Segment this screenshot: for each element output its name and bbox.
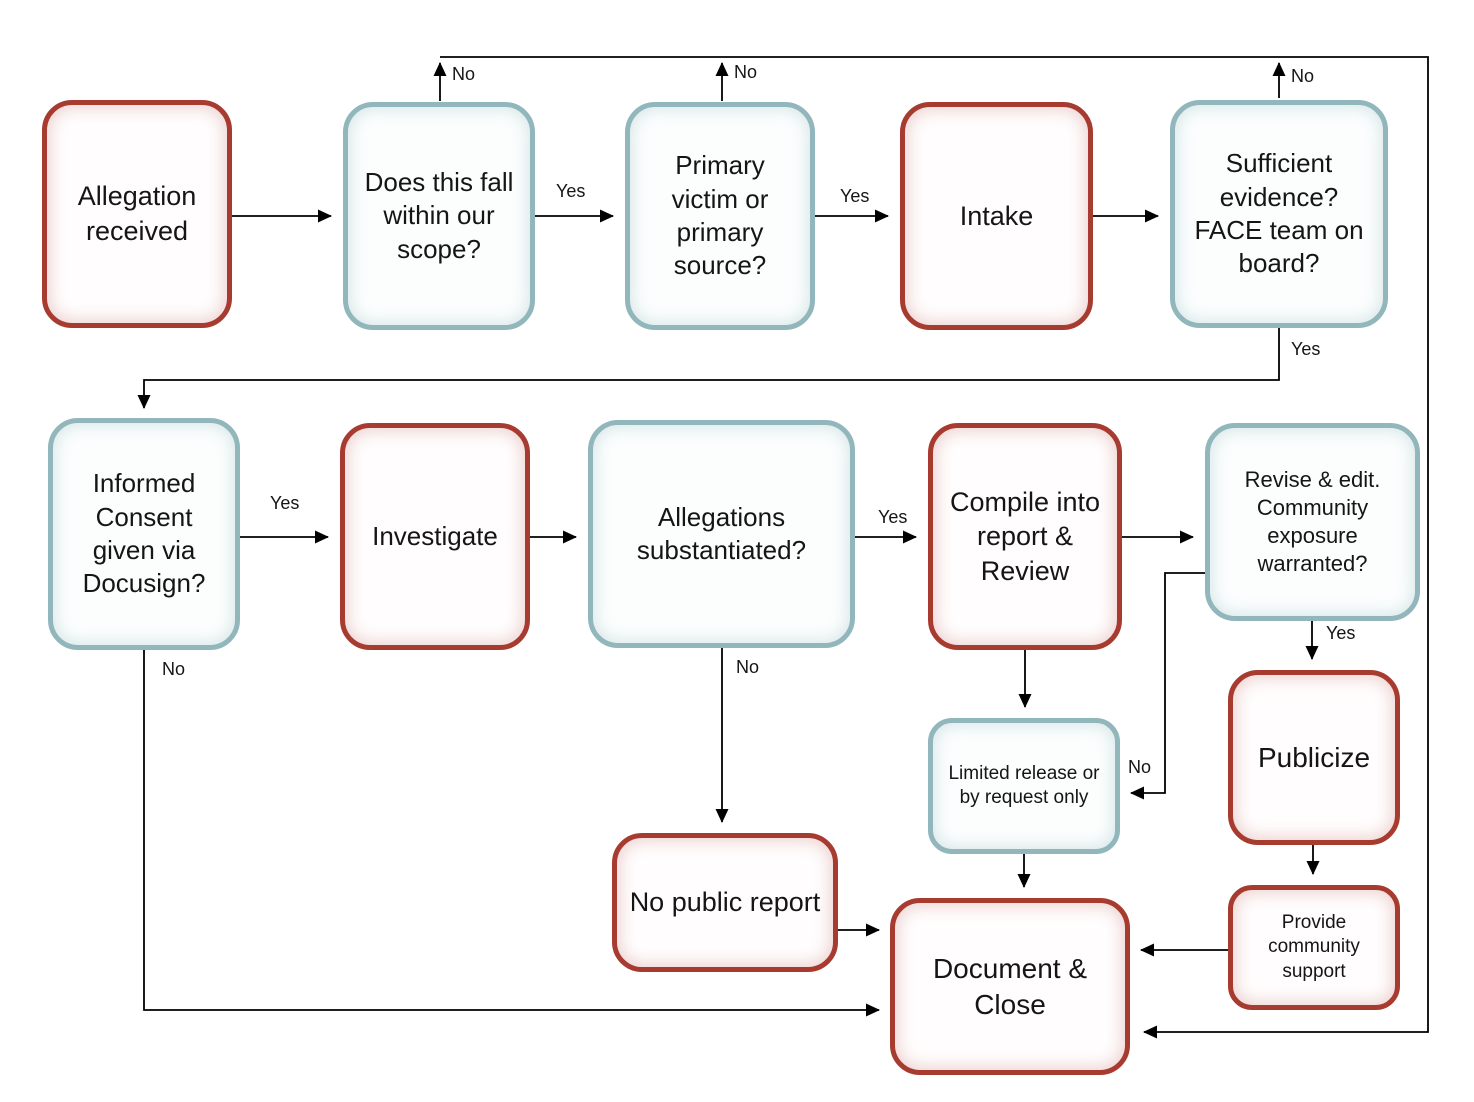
node-informed-consent-question: Informed Consent given via Docusign? xyxy=(48,418,240,650)
node-label: No public report xyxy=(629,887,821,918)
node-limited-release: Limited release or by request only xyxy=(928,718,1120,854)
edge-label-no-consent: No xyxy=(162,659,186,679)
node-community-support: Provide community support xyxy=(1228,885,1400,1010)
node-evidence-question: Sufficient evidence? FACE team on board? xyxy=(1170,100,1388,328)
node-label: Intake xyxy=(959,200,1034,231)
edge-label-yes-consent: Yes xyxy=(270,493,300,513)
edge-label-no-primary: No xyxy=(734,62,758,82)
node-label: Document & Close xyxy=(932,952,1088,1020)
edge-label-yes-substantiated: Yes xyxy=(878,507,908,527)
node-substantiated-question: Allegations substantiated? xyxy=(588,420,855,648)
edge-no-collector xyxy=(440,56,1429,1039)
node-label: Allegations substantiated? xyxy=(636,501,807,565)
node-label: Does this fall within our scope? xyxy=(364,167,514,264)
edge-label-yes-scope: Yes xyxy=(556,181,586,201)
node-primary-source-question: Primary victim or primary source? xyxy=(625,102,815,330)
node-label: Allegation received xyxy=(77,181,197,246)
edge-consent-no xyxy=(143,650,880,1017)
edge-evidence-yes xyxy=(137,328,1280,409)
node-label: Revise & edit. Community exposure warran… xyxy=(1244,466,1381,577)
node-label: Informed Consent given via Docusign? xyxy=(82,468,206,599)
edge-label-yes-primary: Yes xyxy=(840,186,870,206)
node-allegation-received: Allegation received xyxy=(42,100,232,328)
node-label: Provide community support xyxy=(1268,912,1360,982)
node-compile-report: Compile into report & Review xyxy=(928,423,1122,650)
node-document-close: Document & Close xyxy=(890,898,1130,1075)
edge-label-no-evidence: No xyxy=(1291,66,1315,86)
node-publicize: Publicize xyxy=(1228,670,1400,845)
node-investigate: Investigate xyxy=(340,423,530,650)
edge-label-no-scope: No xyxy=(452,64,476,84)
edge-label-yes-revise: Yes xyxy=(1326,623,1356,643)
edge-label-no-substantiated: No xyxy=(736,657,760,677)
node-label: Sufficient evidence? FACE team on board? xyxy=(1194,148,1364,279)
edge-label-yes-evidence: Yes xyxy=(1291,339,1321,359)
node-label: Limited release or by request only xyxy=(948,762,1100,808)
node-revise-edit-question: Revise & edit. Community exposure warran… xyxy=(1205,423,1420,621)
node-no-public-report: No public report xyxy=(612,833,838,972)
node-label: Investigate xyxy=(372,520,498,551)
node-label: Primary victim or primary source? xyxy=(671,150,769,281)
edge-label-no-revise: No xyxy=(1128,757,1152,777)
node-scope-question: Does this fall within our scope? xyxy=(343,102,535,330)
node-label: Compile into report & Review xyxy=(949,486,1101,586)
node-intake: Intake xyxy=(900,102,1093,330)
edge-revise-no xyxy=(1130,572,1205,800)
node-label: Publicize xyxy=(1257,741,1371,773)
